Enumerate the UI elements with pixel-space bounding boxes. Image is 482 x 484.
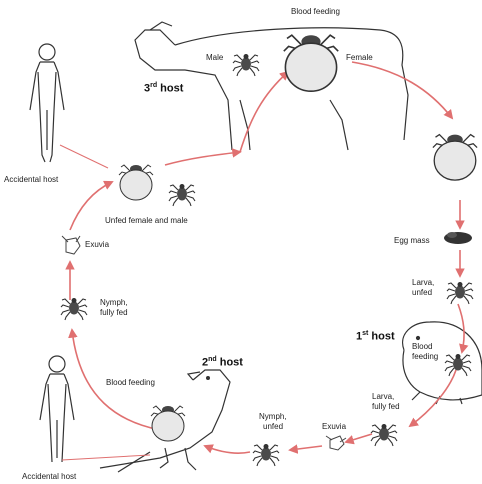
tick-icon <box>169 184 195 206</box>
nymph-fully-fed-label-1: Nymph, <box>100 298 128 307</box>
tick-icon <box>371 424 397 446</box>
unfed-female-male-label: Unfed female and male <box>105 216 188 225</box>
engorged-tick-icon <box>284 35 338 91</box>
tick-icon <box>447 282 473 304</box>
tick-icon <box>253 444 279 466</box>
blood-feeding-mouse-label-2: feeding <box>412 352 438 361</box>
egg-mass-label: Egg mass <box>394 236 430 245</box>
tick-icon <box>233 54 259 76</box>
female-label: Female <box>346 53 373 62</box>
tick-icon <box>61 298 87 320</box>
mouse-icon <box>403 322 482 404</box>
exuvia-icon <box>326 436 346 450</box>
nymph-fully-fed-label-2: fully fed <box>100 308 128 317</box>
engorged-tick-icon <box>151 406 185 441</box>
larva-fully-fed-label-2: fully fed <box>372 402 400 411</box>
larva-unfed-label-1: Larva, <box>412 278 434 287</box>
tick-icon <box>445 354 471 376</box>
blood-feeding-mouse-label-1: Blood <box>412 342 432 351</box>
human-silhouette-icon <box>30 44 64 162</box>
blood-feeding-bird-label: Blood feeding <box>106 378 155 387</box>
engorged-tick-icon <box>433 135 477 180</box>
exuvia-label-bottom: Exuvia <box>322 422 346 431</box>
human-silhouette-icon <box>40 356 74 462</box>
accidental-host-label-bottom: Accidental host <box>22 472 76 481</box>
egg-mass-icon <box>444 232 472 244</box>
exuvia-label-left: Exuvia <box>85 240 109 249</box>
exuvia-icon <box>62 236 80 254</box>
first-host-label: 1st host <box>356 330 395 343</box>
male-label: Male <box>206 53 223 62</box>
cycle-arrows <box>70 62 464 453</box>
nymph-unfed-label-2: unfed <box>263 422 283 431</box>
larva-fully-fed-label-1: Larva, <box>372 392 394 401</box>
second-host-label: 2nd host <box>202 356 243 369</box>
larva-unfed-label-2: unfed <box>412 288 432 297</box>
engorged-tick-icon <box>119 165 153 200</box>
blood-feeding-label: Blood feeding <box>291 7 340 16</box>
nymph-unfed-label-1: Nymph, <box>259 412 287 421</box>
third-host-label: 3rd host <box>144 82 183 95</box>
accidental-host-label-top: Accidental host <box>4 175 58 184</box>
